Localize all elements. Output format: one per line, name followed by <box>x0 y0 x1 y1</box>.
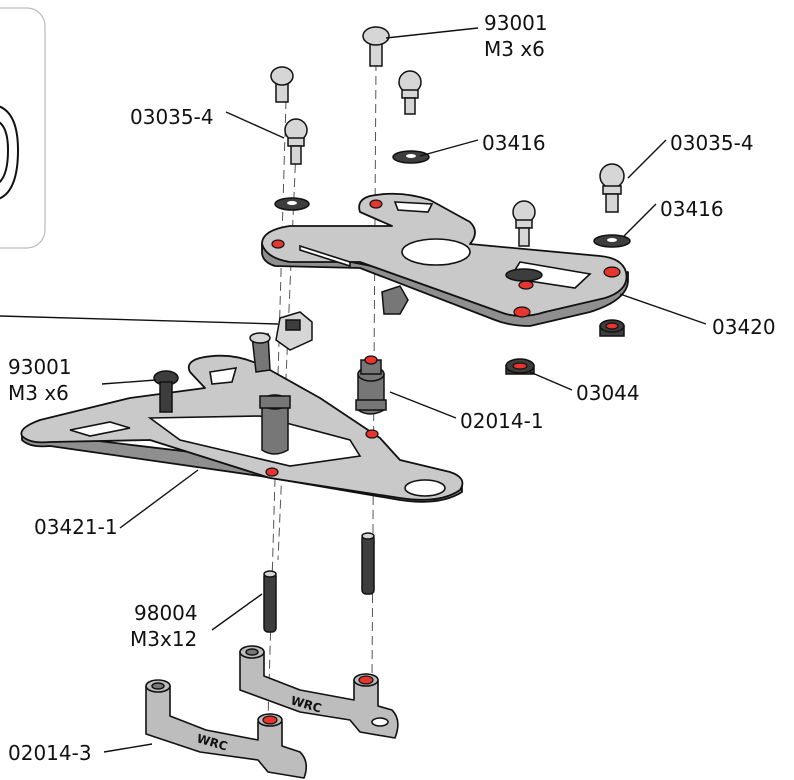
bushing-lower <box>505 358 535 375</box>
pin-left <box>263 570 277 633</box>
screw-top <box>362 26 390 67</box>
ball-stud-left-upper <box>270 66 294 103</box>
washer-left <box>274 197 310 211</box>
side-panel <box>0 7 46 249</box>
leader-lines <box>0 27 707 753</box>
bushing-upper <box>599 319 625 337</box>
ball-stud-center <box>398 70 422 115</box>
washer-plate <box>505 268 543 282</box>
ball-stud-plate <box>512 200 536 247</box>
screw-left <box>153 370 179 413</box>
label-ballstud-right: 03035-4 <box>670 131 754 155</box>
standoff-left <box>259 394 291 455</box>
label-screw-left-code: 93001 <box>8 355 72 379</box>
pin-right <box>361 532 375 595</box>
upper-plate <box>261 192 629 327</box>
label-pin-size: M3x12 <box>130 627 197 651</box>
mount-lower: WRC <box>145 679 308 779</box>
ball-stud-right <box>599 163 625 213</box>
mount-upper: WRC <box>239 645 399 739</box>
label-screw-top-size: M3 x6 <box>484 37 545 61</box>
label-ballstud-left: 03035-4 <box>130 105 214 129</box>
ball-stud-left <box>284 118 308 165</box>
label-pin-code: 98004 <box>134 601 198 625</box>
label-standoff: 02014-1 <box>460 409 544 433</box>
label-lower-plate: 03421-1 <box>34 515 118 539</box>
label-bushing: 03044 <box>576 381 640 405</box>
washer-mid <box>392 150 430 164</box>
label-screw-top-code: 93001 <box>484 11 548 35</box>
label-upper-plate: 03420 <box>712 315 776 339</box>
label-screw-left-size: M3 x6 <box>8 381 69 405</box>
standoff-right <box>355 355 387 415</box>
washer-right <box>593 234 631 248</box>
lower-plate <box>20 354 464 503</box>
label-mount: 02014-3 <box>8 741 92 765</box>
label-washer-right: 03416 <box>660 197 724 221</box>
callout-labels: 93001 M3 x6 03035-4 03416 03035-4 03416 … <box>8 11 776 765</box>
clamp-block <box>249 285 409 373</box>
label-washer-mid: 03416 <box>482 131 546 155</box>
